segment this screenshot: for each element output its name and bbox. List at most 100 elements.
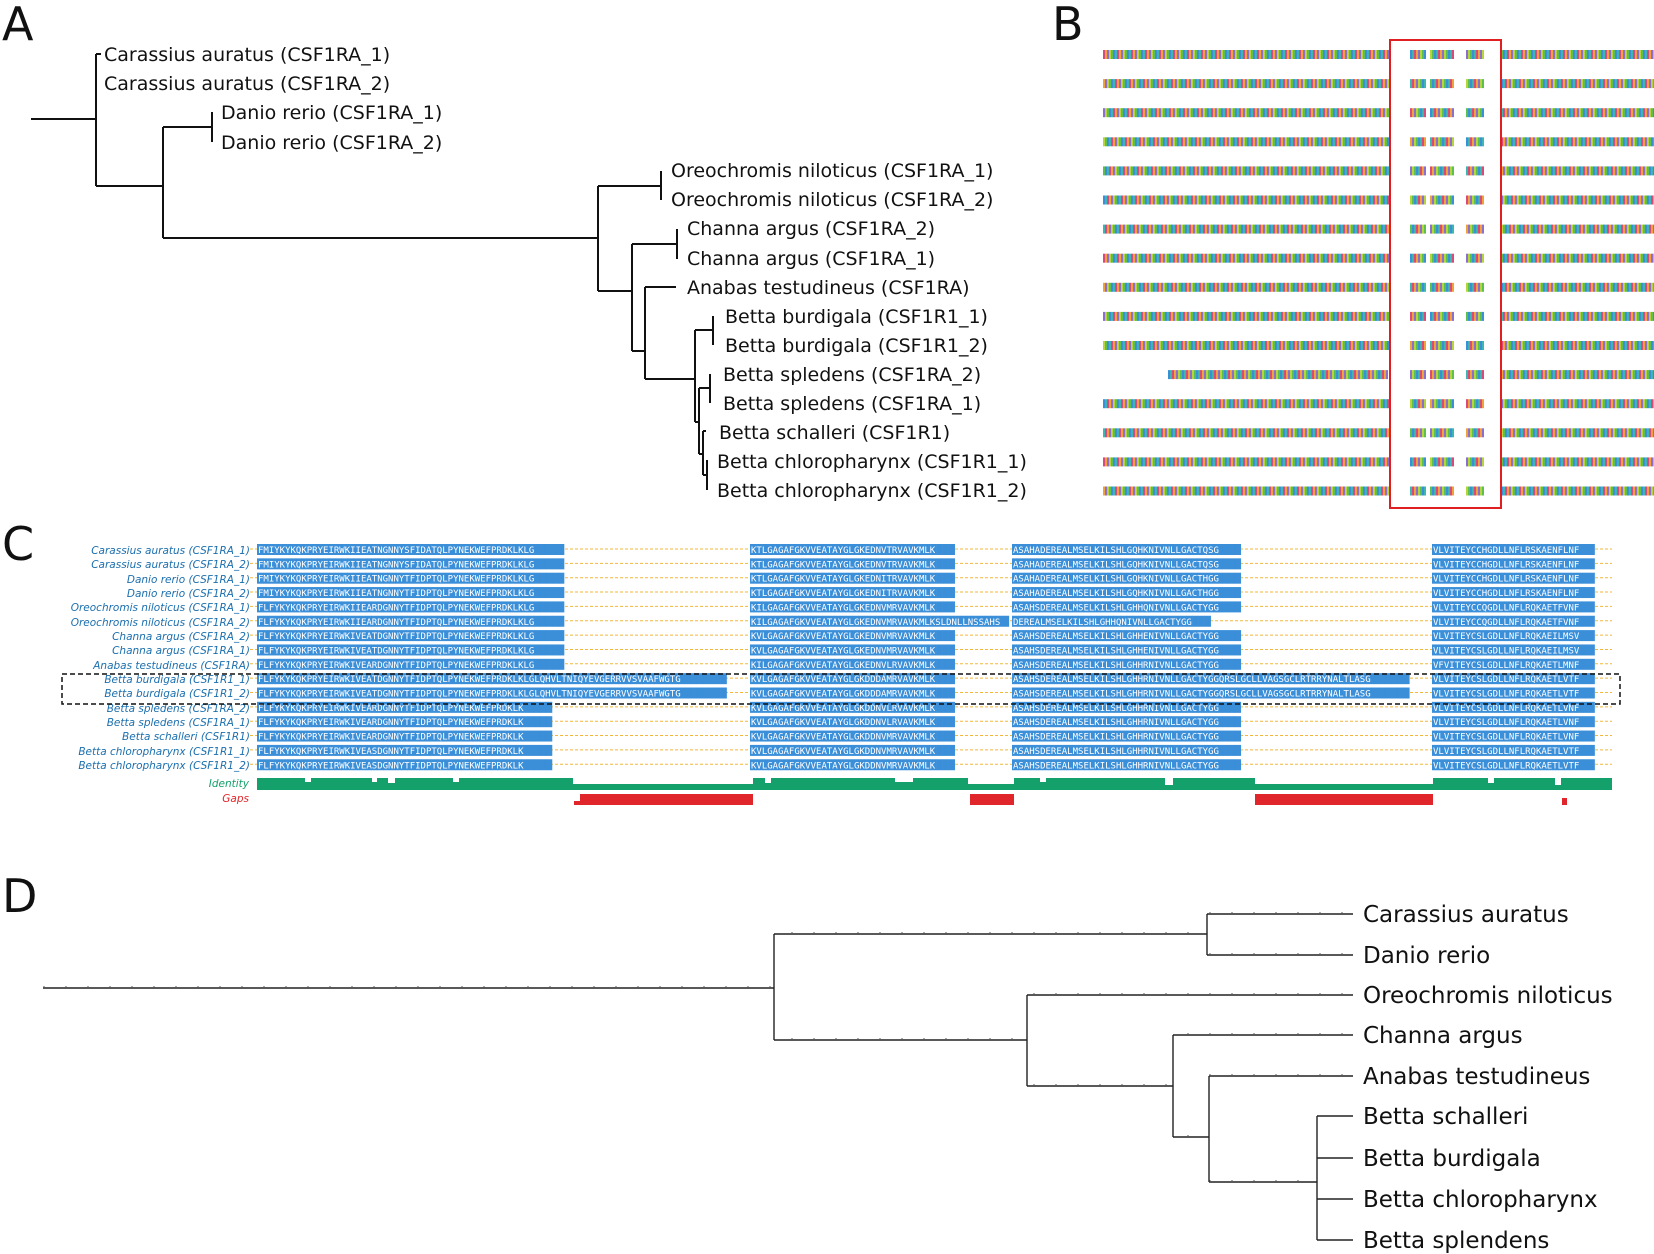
overview-residue xyxy=(1365,253,1367,263)
overview-residue xyxy=(1299,79,1301,89)
residue-cell xyxy=(509,587,517,599)
overview-residue xyxy=(1123,79,1125,89)
overview-residue xyxy=(1193,166,1195,176)
residue-cell xyxy=(948,558,955,570)
overview-residue xyxy=(1647,282,1649,292)
overview-residue xyxy=(1277,428,1279,438)
overview-residue xyxy=(1175,224,1177,234)
residue-cell xyxy=(846,572,853,584)
residue-cell xyxy=(864,615,871,627)
overview-residue xyxy=(1448,137,1450,147)
residue-cell xyxy=(1558,572,1565,584)
overview-residue xyxy=(1329,341,1331,350)
overview-residue xyxy=(1541,341,1543,350)
overview-residue xyxy=(1414,253,1416,263)
overview-residue xyxy=(1511,428,1513,438)
overview-residue xyxy=(1291,399,1293,409)
overview-residue xyxy=(1123,282,1125,292)
overview-residue xyxy=(1127,282,1129,292)
overview-residue xyxy=(1271,166,1273,176)
residue-cell xyxy=(1066,544,1073,555)
overview-residue xyxy=(1271,311,1273,321)
residue-cell xyxy=(1450,572,1457,584)
residue-cell xyxy=(311,572,318,584)
residue-cell xyxy=(1438,601,1445,613)
residue-cell xyxy=(455,572,462,584)
overview-residue xyxy=(1211,195,1213,205)
residue-cell xyxy=(497,615,505,627)
residue-cell xyxy=(1468,601,1475,613)
overview-residue xyxy=(1157,341,1159,350)
overview-residue xyxy=(1523,282,1525,292)
overview-residue xyxy=(1597,341,1599,350)
residue-cell xyxy=(1096,558,1103,570)
overview-residue xyxy=(1420,311,1422,321)
overview-residue xyxy=(1543,341,1545,350)
overview-residue xyxy=(1225,79,1227,89)
residue-cell xyxy=(491,572,499,584)
overview-residue xyxy=(1295,282,1297,292)
overview-residue xyxy=(1285,457,1287,467)
overview-residue xyxy=(1509,253,1511,263)
overview-residue xyxy=(1355,428,1357,438)
overview-residue xyxy=(1575,457,1577,467)
overview-residue xyxy=(1627,224,1629,234)
overview-residue xyxy=(1577,195,1579,205)
overview-residue xyxy=(1117,79,1119,89)
residue-cell xyxy=(353,601,360,613)
overview-residue xyxy=(1450,166,1452,176)
overview-residue xyxy=(1639,370,1641,380)
overview-residue xyxy=(1331,457,1333,467)
residue-cell xyxy=(1186,558,1193,570)
overview-residue xyxy=(1385,341,1387,350)
overview-residue xyxy=(1373,399,1375,409)
overview-residue xyxy=(1637,282,1639,292)
overview-residue xyxy=(1341,166,1343,176)
residue-cell xyxy=(1540,544,1547,555)
overview-residue xyxy=(1609,341,1611,350)
overview-residue xyxy=(1341,137,1343,147)
overview-residue xyxy=(1291,486,1293,496)
overview-residue xyxy=(1371,341,1373,350)
overview-residue xyxy=(1631,137,1633,147)
overview-residue xyxy=(1645,137,1647,147)
overview-residue xyxy=(1379,428,1381,438)
overview-residue xyxy=(1181,282,1183,292)
residue-cell xyxy=(491,601,499,613)
overview-residue xyxy=(1623,195,1625,205)
overview-residue xyxy=(1200,370,1202,380)
overview-residue xyxy=(1179,79,1181,89)
overview-residue xyxy=(1293,457,1295,467)
overview-residue xyxy=(1383,253,1385,263)
overview-residue xyxy=(1371,486,1373,496)
overview-residue xyxy=(1533,399,1535,409)
overview-residue xyxy=(1589,457,1591,467)
overview-residue xyxy=(1181,195,1183,205)
overview-residue xyxy=(1444,311,1446,321)
residue-cell xyxy=(1066,615,1073,627)
overview-residue xyxy=(1287,79,1289,89)
overview-segment xyxy=(1430,137,1454,147)
overview-residue xyxy=(1207,253,1209,263)
overview-residue xyxy=(1595,137,1597,147)
overview-residue xyxy=(1169,311,1171,321)
overview-residue xyxy=(1171,428,1173,438)
overview-residue xyxy=(1513,224,1515,234)
overview-segment xyxy=(1430,224,1454,234)
overview-residue xyxy=(1341,399,1343,409)
residue-cell xyxy=(287,544,294,555)
residue-cell xyxy=(1018,572,1025,584)
overview-residue xyxy=(1253,399,1255,409)
residue-cell xyxy=(509,601,517,613)
overview-residue xyxy=(1273,282,1275,292)
overview-residue xyxy=(1357,399,1359,409)
overview-residue xyxy=(1197,311,1199,321)
overview-residue xyxy=(1416,370,1418,380)
alignment-block: ASAHADEREALMSELKILSHLGQHKNIVNLLGACTHGG xyxy=(1012,572,1242,585)
residue-cell xyxy=(810,587,817,599)
overview-residue xyxy=(1325,428,1327,438)
overview-residue xyxy=(1311,166,1313,176)
overview-residue xyxy=(1219,137,1221,147)
overview-residue xyxy=(1239,311,1241,321)
overview-residue xyxy=(1229,341,1231,350)
